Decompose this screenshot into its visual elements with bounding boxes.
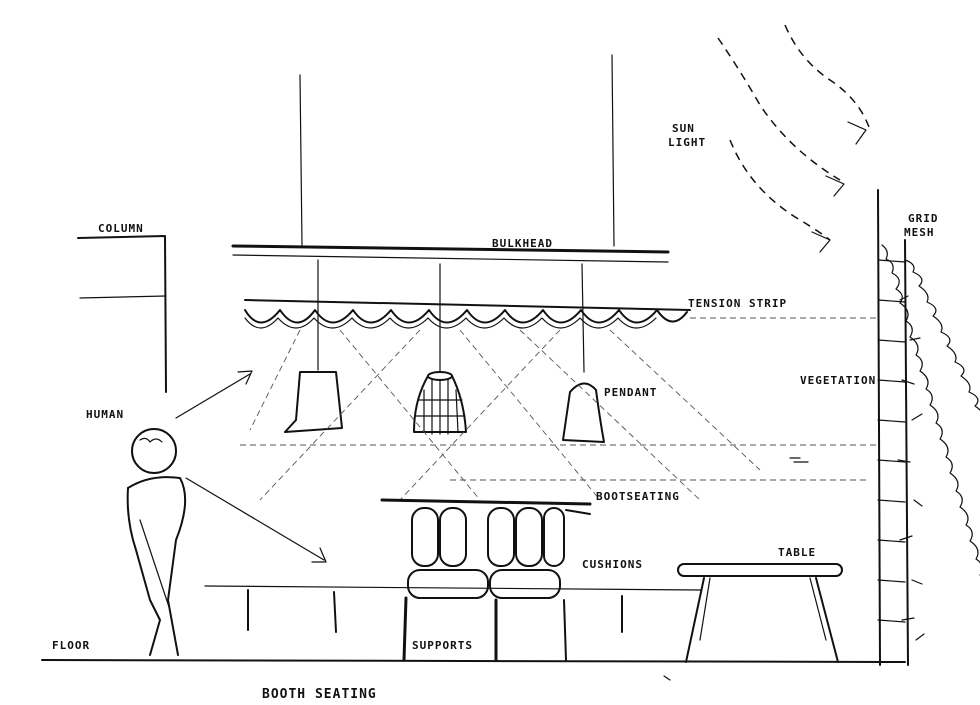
label-floor: FLOOR xyxy=(52,639,90,652)
booth-supports xyxy=(402,596,567,662)
vision-arrows xyxy=(175,370,327,563)
label-light: LIGHT xyxy=(668,136,706,149)
grid-mesh xyxy=(877,189,909,666)
vegetation xyxy=(881,244,980,641)
label-human: HUMAN xyxy=(86,408,124,421)
light-cones xyxy=(240,329,880,501)
pendant-lamp-right xyxy=(562,382,605,443)
label-sun: SUN xyxy=(672,122,695,135)
ceiling-hangers xyxy=(299,54,615,247)
table xyxy=(677,563,843,663)
column-outline xyxy=(77,235,167,393)
tension-strip xyxy=(244,299,880,329)
pendant-cords xyxy=(317,259,585,373)
label-cushions: CUSHIONS xyxy=(582,558,643,571)
label-mesh: MESH xyxy=(904,226,935,239)
label-supports: SUPPORTS xyxy=(412,639,473,652)
booth-bench xyxy=(204,585,701,633)
label-vegetation: VEGETATION xyxy=(800,374,876,387)
decorative-marks xyxy=(663,457,809,681)
pendant-lamp-left xyxy=(284,371,343,433)
label-bootseating: BOOTSEATING xyxy=(596,490,680,503)
sketch-title: BOOTH SEATING xyxy=(262,687,377,702)
human-figure xyxy=(126,428,187,656)
label-pendant: PENDANT xyxy=(604,386,657,399)
floor-line xyxy=(41,659,906,663)
label-bulkhead: BULKHEAD xyxy=(492,237,553,250)
sunlight-rays xyxy=(717,24,871,253)
label-table: TABLE xyxy=(778,546,816,559)
bulkhead xyxy=(231,244,670,263)
label-column: COLUMN xyxy=(98,222,144,235)
pendant-lamp-cage xyxy=(413,371,467,435)
label-tension-strip: TENSION STRIP xyxy=(688,297,787,310)
label-grid: GRID xyxy=(908,212,939,225)
booth-cushions xyxy=(380,498,592,599)
